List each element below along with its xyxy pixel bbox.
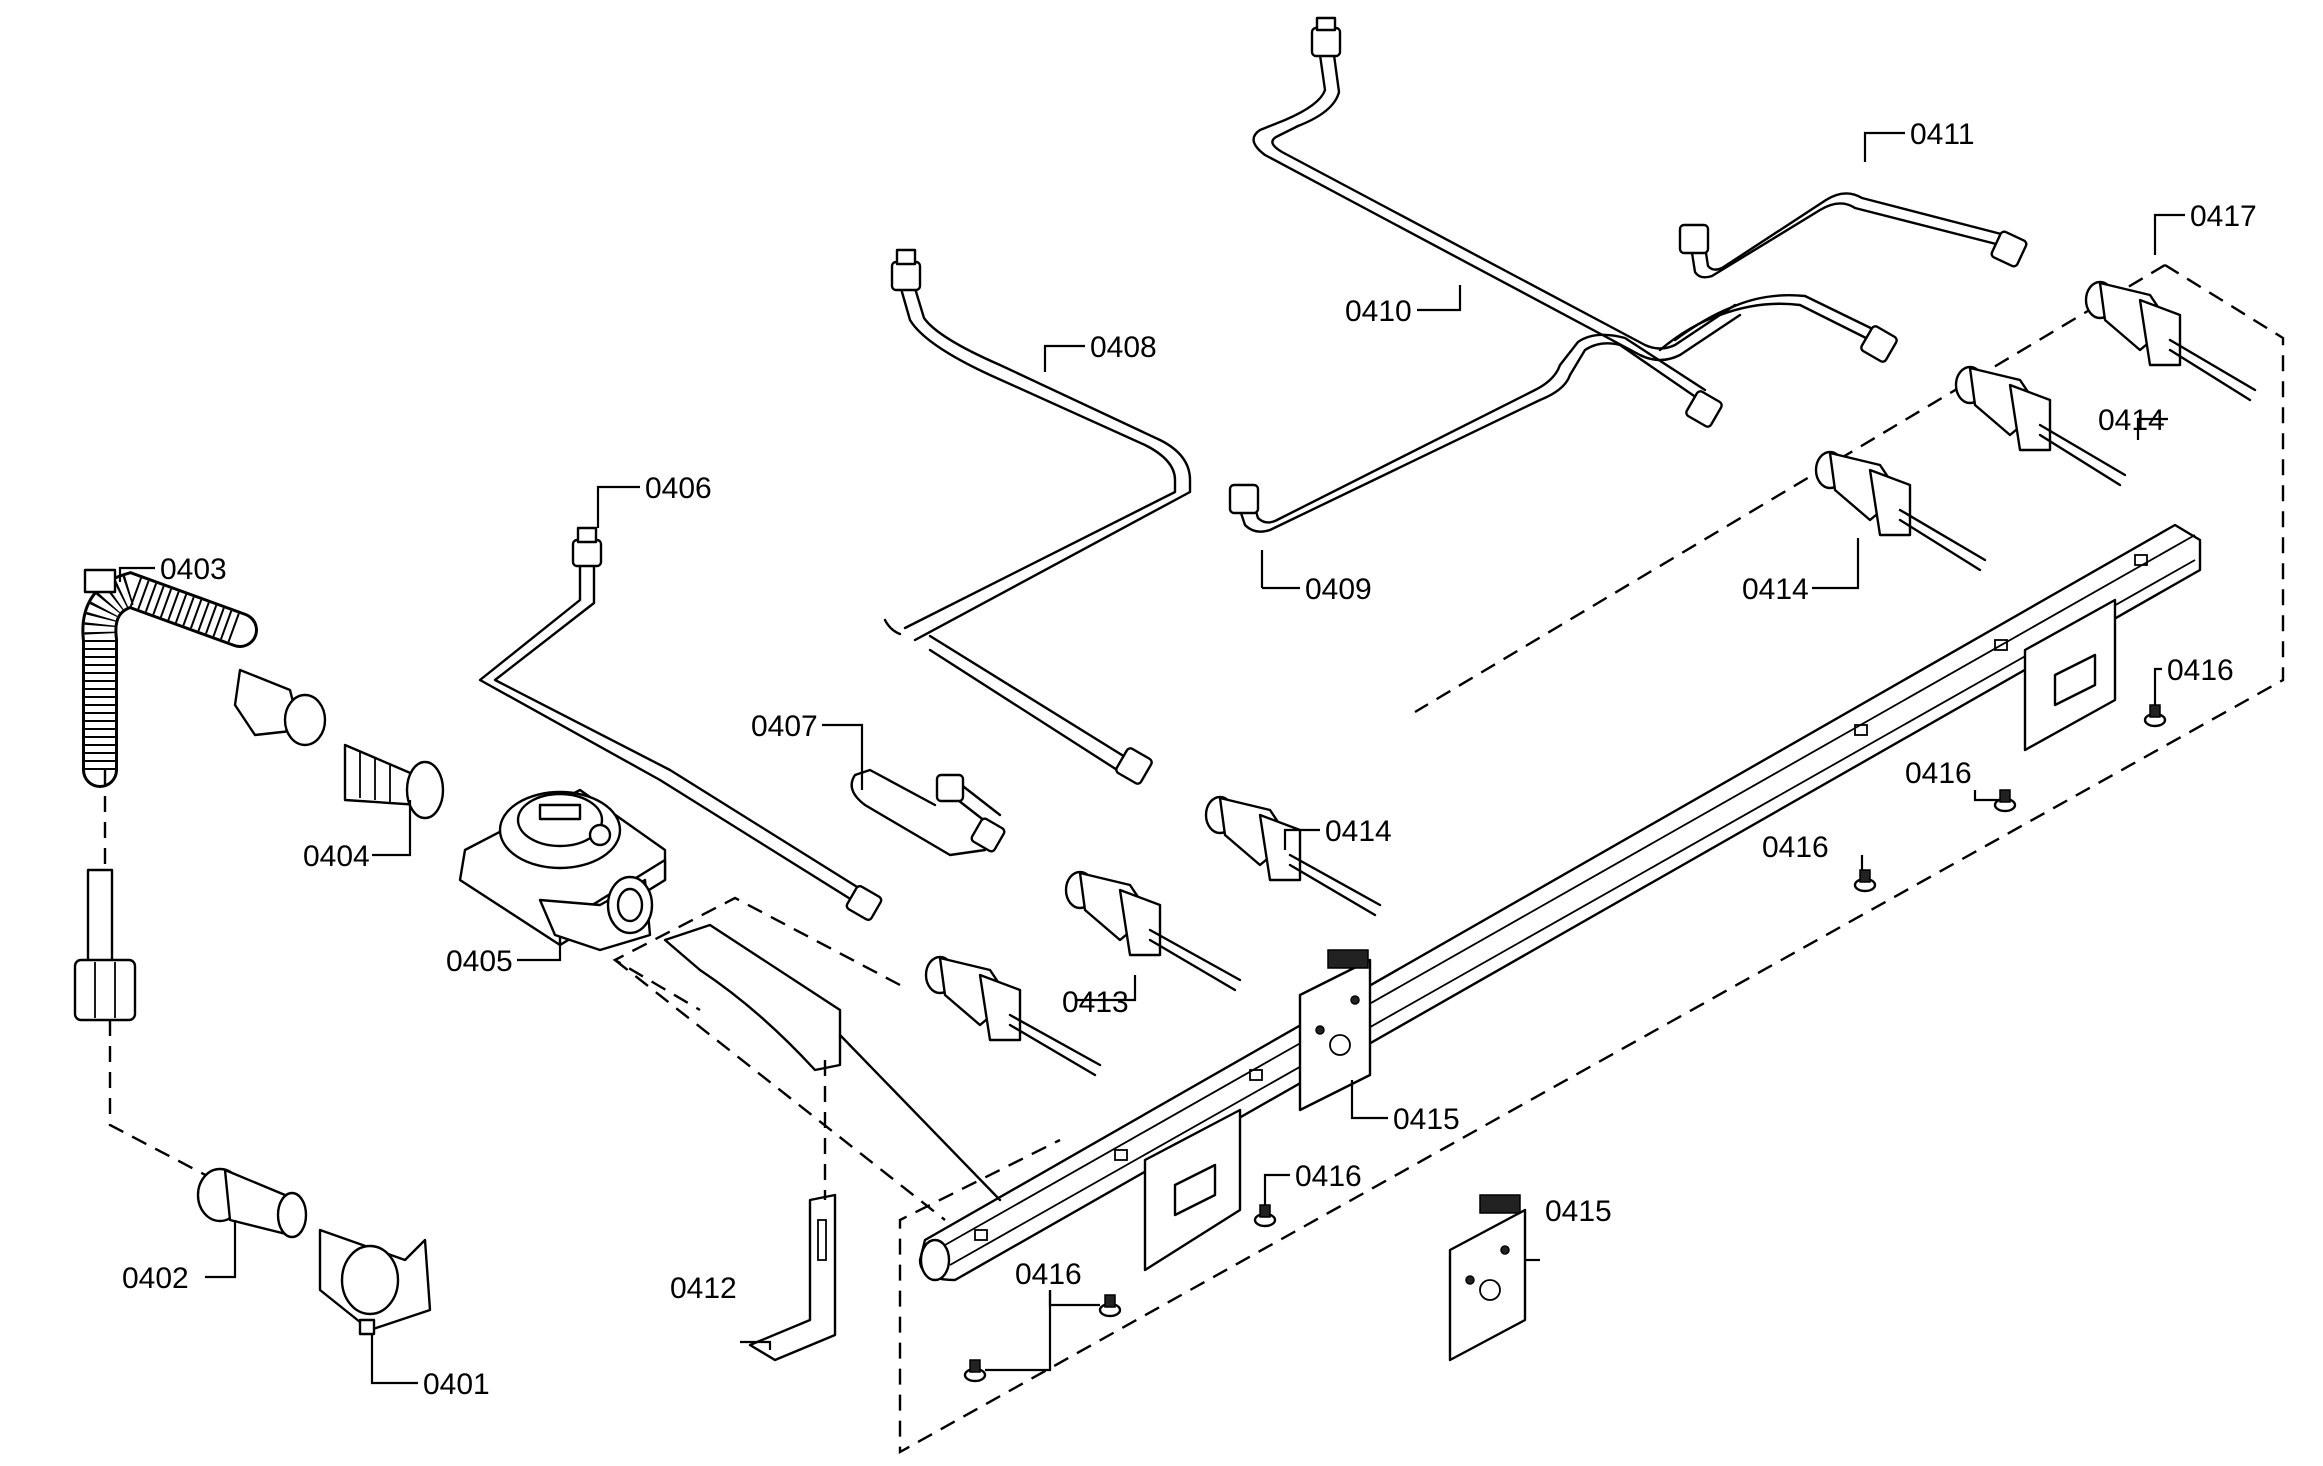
leader-lines [118, 131, 2185, 1385]
gas-valve-0413-b [1064, 870, 1242, 992]
gas-valve-0414-d [2084, 280, 2257, 402]
screw-0416-4 [1253, 1204, 1277, 1228]
label-0403: 0403 [160, 553, 227, 586]
flex-hose-0403 [73, 568, 327, 1182]
label-0415-b: 0415 [1545, 1195, 1612, 1228]
label-0401: 0401 [423, 1368, 490, 1401]
label-0415-a: 0415 [1393, 1103, 1460, 1136]
bracket-clip-0401 [318, 1228, 432, 1336]
gas-valve-0414-a [1204, 795, 1382, 917]
gas-tube-0409 [1228, 333, 1723, 533]
gas-valve-0413-a [924, 955, 1102, 1077]
bracket-0412 [663, 923, 1002, 1362]
manifold-rail [918, 523, 2202, 1282]
adapter-fitting-0404 [343, 743, 445, 820]
label-0416-1: 0416 [2167, 654, 2234, 687]
pressure-regulator-0405 [458, 788, 667, 952]
label-0409: 0409 [1305, 573, 1372, 606]
gas-tube-0406 [478, 526, 883, 921]
screw-0416-5 [1098, 1294, 1122, 1318]
label-0416-5: 0416 [1015, 1258, 1082, 1291]
label-0414-a: 0414 [1325, 815, 1392, 848]
label-0416-3: 0416 [1762, 831, 1829, 864]
label-0410: 0410 [1345, 295, 1412, 328]
label-0416-4: 0416 [1295, 1160, 1362, 1193]
gas-tube-0407 [850, 768, 1006, 857]
screw-0416-1 [2143, 704, 2167, 728]
screw-0416-2 [1993, 789, 2017, 813]
label-0416-2: 0416 [1905, 757, 1972, 790]
gas-tube-0408 [883, 248, 1192, 785]
gas-valve-0414-c [1954, 365, 2127, 487]
label-0405: 0405 [446, 945, 513, 978]
label-0402: 0402 [122, 1262, 189, 1295]
gas-tube-0411 [1678, 192, 2028, 279]
assembly-boundary-0417 [612, 263, 2285, 1455]
label-0404: 0404 [303, 840, 370, 873]
fitting-0402 [196, 1167, 308, 1239]
label-0417: 0417 [2190, 200, 2257, 233]
screw-0416-3 [1853, 869, 1877, 893]
screw-0416-6 [963, 1359, 987, 1383]
label-0414-c: 0414 [2098, 404, 2165, 437]
part-labels: 0403 0404 0405 0406 0407 0408 0409 0410 … [122, 118, 2257, 1401]
gas-tube-0410 [1252, 16, 1898, 363]
label-0412: 0412 [670, 1272, 737, 1305]
label-0408: 0408 [1090, 331, 1157, 364]
label-0411: 0411 [1910, 118, 1975, 151]
label-0414-b: 0414 [1742, 573, 1809, 606]
label-0413: 0413 [1062, 986, 1129, 1019]
spark-module-0415-a [1298, 949, 1372, 1112]
label-0406: 0406 [645, 472, 712, 505]
gas-valve-0414-b [1814, 450, 1987, 572]
spark-module-0415-b [1448, 1194, 1527, 1362]
label-0407: 0407 [751, 710, 818, 743]
